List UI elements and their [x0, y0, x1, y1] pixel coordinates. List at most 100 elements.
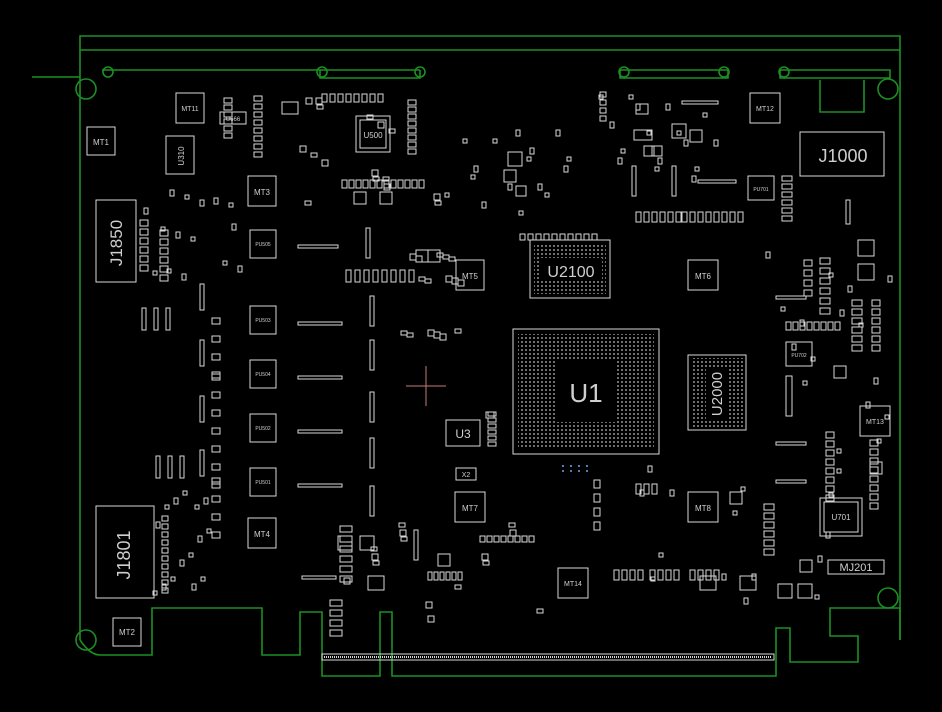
passive-part	[253, 127, 263, 134]
passive-part	[781, 191, 793, 198]
passive-part	[161, 579, 169, 586]
passive-part	[699, 575, 717, 591]
passive-part	[599, 107, 607, 114]
passive-part	[355, 179, 362, 189]
passive-part	[211, 427, 221, 435]
passive-part	[819, 287, 831, 295]
passive-part	[297, 375, 343, 380]
passive-part	[353, 191, 367, 205]
crystal-x2[interactable]: X2	[455, 467, 477, 481]
passive-part	[206, 528, 212, 534]
passive-part	[820, 321, 827, 331]
passive-part	[444, 192, 450, 198]
passive-part	[851, 344, 863, 352]
connector-j1801[interactable]: J1801	[95, 505, 155, 599]
mt3-label: MT3	[254, 188, 271, 197]
mounting-hole-mt4[interactable]: MT4	[247, 517, 277, 549]
gpu-u1-package[interactable]: U1	[512, 328, 660, 455]
power-stage-pu505[interactable]: PU505	[249, 229, 277, 259]
passive-part	[713, 139, 719, 147]
mounting-hole-mt13[interactable]: MT13	[859, 405, 891, 437]
passive-part	[139, 255, 149, 263]
passive-part	[152, 590, 158, 596]
passive-part	[492, 138, 498, 144]
passive-part	[433, 571, 439, 581]
connector-j1000[interactable]: J1000	[799, 131, 885, 177]
passive-part	[381, 269, 388, 283]
memory-u2100[interactable]: U2100	[529, 239, 611, 299]
passive-part	[339, 525, 353, 533]
passive-part	[689, 129, 703, 143]
ic-u3[interactable]: U3	[445, 419, 481, 447]
mounting-hole-mt1[interactable]: MT1	[86, 126, 116, 156]
connector-j1850[interactable]: J1850	[95, 199, 137, 283]
passive-part	[515, 129, 521, 137]
passive-part	[159, 238, 169, 246]
passive-part	[785, 375, 793, 417]
passive-part	[371, 553, 379, 561]
passive-part	[658, 552, 664, 558]
power-stage-pu502[interactable]: PU502	[249, 413, 277, 443]
mounting-hole-mt5[interactable]: MT5	[455, 259, 485, 291]
passive-part	[367, 575, 385, 591]
mounting-hole-mt11[interactable]: MT11	[175, 92, 205, 124]
passive-part	[833, 365, 847, 379]
passive-part	[418, 179, 425, 189]
power-stage-pu701[interactable]: PU701	[747, 175, 775, 201]
power-stage-pu702[interactable]: PU702	[785, 341, 813, 367]
passive-part	[487, 435, 497, 441]
passive-part	[481, 201, 487, 209]
passive-part	[825, 485, 835, 493]
memory-u2000[interactable]: U2000	[687, 354, 747, 431]
mounting-hole-mt6[interactable]: MT6	[687, 259, 719, 291]
connector-mj201[interactable]: MJ201	[827, 559, 885, 575]
mounting-hole-mt8[interactable]: MT8	[687, 491, 719, 523]
passive-part	[791, 343, 797, 351]
passive-part	[397, 179, 404, 189]
passive-part	[694, 166, 700, 172]
mounting-hole-mt14[interactable]: MT14	[557, 567, 589, 599]
ic-u310[interactable]: U310	[165, 135, 195, 175]
passive-part	[164, 504, 170, 510]
passive-part	[167, 455, 173, 479]
ic-u666[interactable]: U666	[219, 111, 247, 125]
passive-part	[529, 147, 535, 155]
passive-part	[369, 295, 375, 327]
power-stage-pu503[interactable]: PU503	[249, 305, 277, 335]
mounting-hole-mt7[interactable]: MT7	[454, 491, 486, 523]
passive-part	[825, 494, 835, 502]
mounting-hole-mt3[interactable]: MT3	[247, 175, 277, 207]
power-stage-pu501[interactable]: PU501	[249, 467, 277, 497]
pu701-label: PU701	[753, 187, 769, 193]
passive-part	[329, 619, 343, 627]
passive-part	[500, 535, 507, 543]
passive-part	[827, 321, 834, 331]
named-ics: U500 U310 U666 U3 U701 X2	[165, 111, 863, 537]
passive-part	[691, 175, 697, 183]
passive-part	[343, 577, 351, 585]
passive-part	[253, 95, 263, 102]
passive-part	[503, 169, 517, 183]
passive-part	[175, 231, 181, 239]
passive-part	[199, 283, 205, 311]
passive-part	[721, 573, 727, 581]
passive-part	[649, 569, 656, 581]
passive-part	[518, 210, 524, 216]
passive-part	[544, 192, 550, 198]
passive-part	[337, 535, 353, 551]
passive-part	[535, 233, 542, 241]
power-stage-pu504[interactable]: PU504	[249, 359, 277, 389]
passive-part	[828, 272, 834, 278]
ic-u701[interactable]: U701	[819, 497, 863, 537]
passive-part	[620, 148, 626, 154]
passive-part	[473, 165, 479, 173]
passive-part	[799, 319, 805, 327]
mounting-hole-mt2[interactable]: MT2	[112, 617, 142, 647]
test-pad	[570, 470, 572, 472]
passive-part	[702, 112, 708, 118]
passive-part	[253, 111, 263, 118]
mounting-hole-mt12[interactable]: MT12	[749, 92, 781, 124]
passive-part	[519, 233, 526, 241]
passive-part	[813, 321, 820, 331]
